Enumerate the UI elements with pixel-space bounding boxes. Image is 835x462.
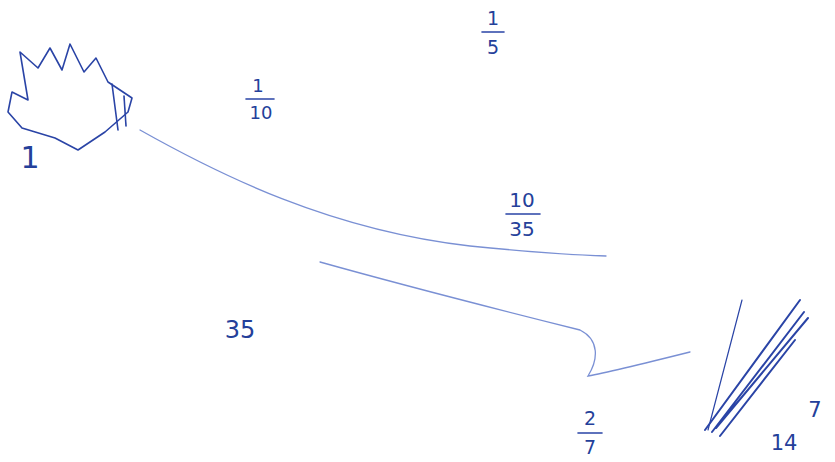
handwritten-number: 1 (20, 143, 39, 173)
handwritten-number: 14 (771, 433, 798, 454)
curve-line (320, 262, 690, 376)
handwritten-number: 35 (509, 219, 534, 239)
fraction-bar (246, 98, 274, 100)
handwritten-number: 7 (808, 400, 821, 421)
curve-line (140, 130, 606, 256)
handwritten-number: 1 (487, 9, 499, 28)
fraction-bar (578, 432, 602, 434)
hand-stroke (112, 84, 118, 130)
handwritten-number: 5 (487, 38, 499, 57)
scribble (708, 300, 742, 430)
handwritten-number: 7 (584, 438, 596, 457)
handwritten-number: 35 (225, 318, 256, 342)
scribble (705, 300, 808, 436)
fraction-bar (482, 31, 504, 33)
handwritten-number: 10 (509, 190, 534, 210)
hand-drawing (8, 44, 132, 150)
hand-stroke (124, 96, 126, 126)
handwritten-number: 2 (584, 409, 596, 428)
handwritten-number: 1 (252, 77, 263, 95)
handwritten-number: 10 (250, 104, 273, 122)
fraction-bar (506, 213, 540, 215)
